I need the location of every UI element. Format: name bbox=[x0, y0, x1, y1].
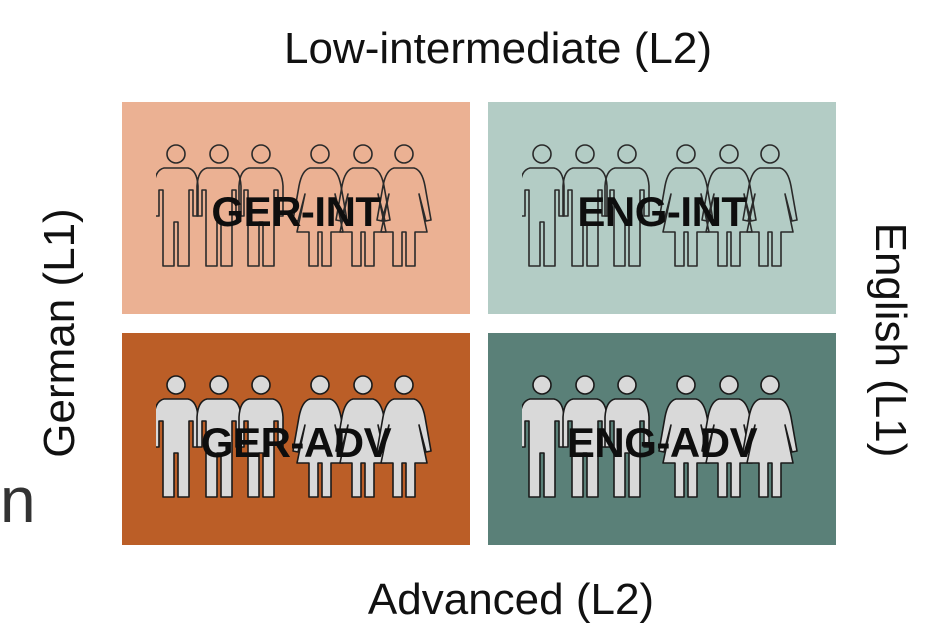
cell-ger-adv: GER-ADV bbox=[122, 333, 470, 545]
woman-icon bbox=[376, 375, 432, 498]
people-group-icon bbox=[522, 375, 798, 498]
man-icon bbox=[238, 144, 284, 267]
row-label-english: English (L1) bbox=[866, 222, 915, 458]
man-icon bbox=[196, 144, 242, 267]
man-icon bbox=[562, 144, 608, 267]
cell-label-ger-int: GER-INT bbox=[211, 188, 381, 235]
woman-icon bbox=[335, 375, 391, 498]
woman-icon bbox=[658, 375, 714, 498]
column-label-advanced: Advanced (L2) bbox=[367, 575, 655, 624]
man-icon bbox=[238, 375, 284, 498]
people-group-icon bbox=[522, 144, 798, 267]
woman-icon bbox=[292, 375, 348, 498]
woman-icon bbox=[658, 144, 714, 267]
people-group-icon bbox=[156, 375, 432, 498]
cell-eng-adv: ENG-ADV bbox=[488, 333, 836, 545]
cell-label-eng-int: ENG-INT bbox=[577, 188, 747, 235]
woman-icon bbox=[701, 375, 757, 498]
man-icon bbox=[562, 375, 608, 498]
woman-icon bbox=[742, 375, 798, 498]
cell-label-eng-adv: ENG-ADV bbox=[566, 419, 758, 466]
people-group-icon bbox=[156, 144, 432, 267]
woman-icon bbox=[701, 144, 757, 267]
woman-icon bbox=[376, 144, 432, 267]
man-icon bbox=[522, 375, 565, 498]
man-icon bbox=[522, 144, 565, 267]
cell-label-ger-adv: GER-ADV bbox=[200, 419, 392, 466]
cell-eng-int: ENG-INT bbox=[488, 102, 836, 314]
man-icon bbox=[156, 144, 199, 267]
cell-ger-int: GER-INT bbox=[122, 102, 470, 314]
cropped-text-fragment: n bbox=[0, 464, 36, 536]
man-icon bbox=[156, 375, 199, 498]
man-icon bbox=[196, 375, 242, 498]
woman-icon bbox=[292, 144, 348, 267]
woman-icon bbox=[335, 144, 391, 267]
woman-icon bbox=[742, 144, 798, 267]
row-label-german: German (L1) bbox=[35, 208, 84, 458]
column-label-low-intermediate: Low-intermediate (L2) bbox=[284, 24, 712, 73]
man-icon bbox=[604, 375, 650, 498]
man-icon bbox=[604, 144, 650, 267]
